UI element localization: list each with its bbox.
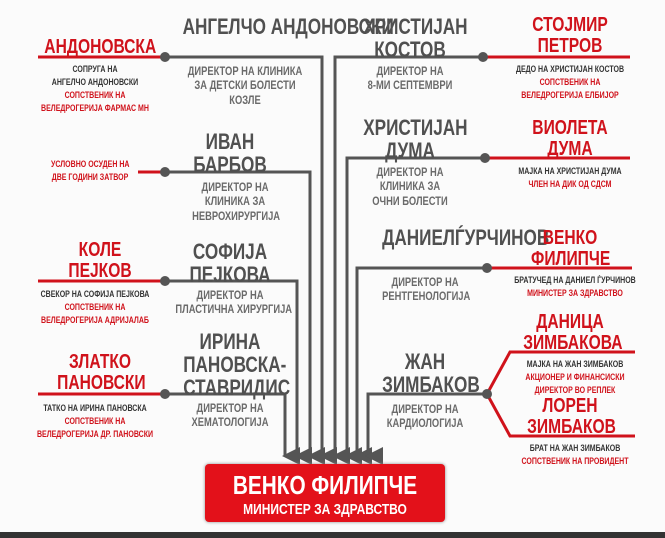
relative-name: КОЛЕ ПЕЈКОВ xyxy=(68,239,132,282)
director-name: ЖАН ЗИМБАКОВ xyxy=(382,349,480,398)
relative-name: ДАНИЦА ЗИМБАКОВА xyxy=(523,311,623,354)
director-name: ИРИНА ПАНОВСКА- СТАВРИДИС xyxy=(183,329,291,401)
director-name: ХРИСТИЈАН КОСТОВ xyxy=(363,14,468,63)
minister-box: ВЕНКО ФИЛИПЧЕ МИНИСТЕР ЗА ЗДРАВСТВО xyxy=(205,464,445,522)
relative-name: ЛОРЕН ЗИМБАКОВ xyxy=(527,395,616,438)
director-name: ХРИСТИЈАН ДУМА xyxy=(363,115,468,164)
relative-name: АНДОНОВСКА xyxy=(44,36,157,58)
director-name: ДАНИЕЛЃУРЧИНОВ xyxy=(382,225,550,250)
director-name: ИВАН БАРБОВ xyxy=(193,129,267,178)
director-name: СОФИЈА ПЕЈКОВА xyxy=(189,239,271,288)
relative-name: ВЕНКО ФИЛИПЧЕ xyxy=(531,227,611,270)
minister-name: ВЕНКО ФИЛИПЧЕ xyxy=(232,470,418,500)
minister-title: МИНИСТЕР ЗА ЗДРАВСТВО xyxy=(243,501,407,518)
director-name: АНГЕЛЧО АНДОНОВСКИ xyxy=(182,14,394,39)
bottom-bar xyxy=(0,532,665,538)
relative-name: ВИОЛЕТА ДУМА xyxy=(532,117,608,160)
relative-name: ЗЛАТКО ПАНОВСКИ xyxy=(57,351,146,394)
relative-name: СТОЈМИР ПЕТРОВ xyxy=(532,14,608,57)
